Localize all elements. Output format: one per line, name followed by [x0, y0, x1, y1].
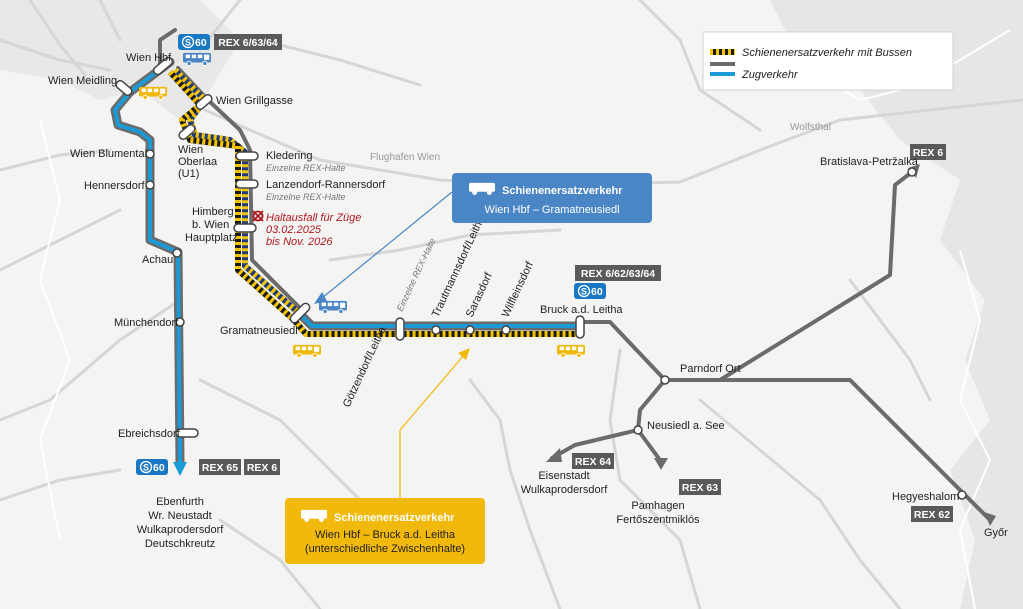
svg-text:Schienenersatzverkehr: Schienenersatzverkehr — [334, 512, 455, 524]
rex-badge: REX 6/63/64 — [214, 34, 282, 50]
svg-text:REX 6/63/64: REX 6/63/64 — [218, 37, 278, 49]
s-bahn-badge-hbf: S 60 — [178, 34, 210, 50]
svg-text:Einzelne REX-Halte: Einzelne REX-Halte — [266, 192, 346, 202]
svg-text:REX 6: REX 6 — [913, 147, 944, 159]
svg-text:b. Wien: b. Wien — [192, 219, 229, 231]
s-bahn-icon: S — [143, 463, 149, 473]
svg-text:REX 6: REX 6 — [247, 462, 278, 474]
station-gramatneusiedl: Gramatneusiedl — [220, 325, 298, 337]
svg-text:Haltausfall für Züge: Haltausfall für Züge — [266, 212, 361, 224]
station-bratislava: Bratislava-Petržalka — [820, 156, 919, 168]
bus-icon — [318, 300, 348, 314]
station-parndorf: Parndorf Ort — [680, 363, 741, 375]
rex-badge: REX 62 — [911, 506, 953, 522]
svg-text:Wien Hbf – Bruck a.d. Leitha: Wien Hbf – Bruck a.d. Leitha — [315, 529, 456, 541]
svg-text:Wulkaprodersdorf: Wulkaprodersdorf — [521, 484, 609, 496]
station-eisenstadt: Eisenstadt — [538, 470, 589, 482]
station-kledering: Kledering — [266, 150, 312, 162]
rex-badge: REX 65 — [199, 459, 241, 475]
station-wien-oberlaa: Wien — [178, 144, 203, 156]
rex-badge: REX 6 — [244, 459, 280, 475]
svg-text:Deutschkreutz: Deutschkreutz — [145, 538, 215, 550]
stop-cancelled-icon — [252, 210, 264, 222]
station-hegyeshalom: Hegyeshalom — [892, 491, 959, 503]
rex-badge: REX 63 — [679, 479, 721, 495]
station-lanzendorf: Lanzendorf-Rannersdorf — [266, 179, 386, 191]
bus-route-yellow — [167, 69, 580, 337]
station-ebreichsdorf: Ebreichsdorf — [118, 428, 181, 440]
legend: Schienenersatzverkehr mit Bussen Zugverk… — [702, 31, 954, 91]
svg-text:(U1): (U1) — [178, 168, 199, 180]
station-wien-grillgasse: Wien Grillgasse — [216, 95, 293, 107]
svg-text:Oberlaa: Oberlaa — [178, 156, 218, 168]
station-hennersdorf: Hennersdorf — [84, 180, 145, 192]
station-bruck: Bruck a.d. Leitha — [540, 304, 623, 316]
callout-pointer-yellow — [399, 354, 465, 431]
s60-label: 60 — [195, 37, 207, 49]
svg-text:Fertőszentmiklós: Fertőszentmiklós — [616, 514, 700, 526]
station-markers — [115, 56, 967, 500]
station-achau: Achau — [142, 254, 173, 266]
geo-label-flughafen: Flughafen Wien — [370, 152, 440, 163]
rex-badge: REX 6 — [910, 144, 946, 160]
svg-text:Schienenersatzverkehr: Schienenersatzverkehr — [502, 185, 623, 197]
svg-text:REX 64: REX 64 — [575, 456, 611, 468]
station-pamhagen: Pamhagen — [631, 500, 684, 512]
svg-text:03.02.2025: 03.02.2025 — [266, 224, 322, 236]
stop-cancellation-notice: Haltausfall für Züge 03.02.2025 bis Nov.… — [266, 212, 361, 248]
legend-label-bus: Schienenersatzverkehr mit Bussen — [742, 47, 912, 59]
s-bahn-badge-south: S 60 — [136, 459, 168, 475]
bus-icon — [556, 344, 586, 358]
svg-text:REX 63: REX 63 — [682, 482, 718, 494]
svg-text:REX 62: REX 62 — [914, 509, 950, 521]
svg-text:REX 6/62/63/64: REX 6/62/63/64 — [581, 268, 655, 280]
s60-label: 60 — [591, 286, 603, 298]
station-muenchendorf: Münchendorf — [114, 317, 179, 329]
bus-icon — [292, 344, 322, 358]
svg-text:(unterschiedliche Zwischenhalt: (unterschiedliche Zwischenhalte) — [305, 543, 465, 555]
station-himberg: Himberg — [192, 206, 234, 218]
train-arrowhead — [173, 462, 187, 476]
station-wien-meidling: Wien Meidling — [48, 75, 117, 87]
station-wien-blumental: Wien Blumental — [70, 148, 147, 160]
info-box-yellow: Schienenersatzverkehr Wien Hbf – Bruck a… — [285, 498, 485, 564]
svg-text:Wulkaprodersdorf: Wulkaprodersdorf — [137, 524, 225, 536]
callout-pointer-blue — [321, 191, 453, 299]
station-sarasdorf: Sarasdorf — [464, 270, 495, 319]
info-box-blue: Schienenersatzverkehr Wien Hbf – Gramatn… — [452, 173, 652, 223]
callout-arrowhead — [458, 348, 470, 360]
legend-label-train: Zugverkehr — [741, 69, 799, 81]
svg-text:REX 65: REX 65 — [202, 462, 238, 474]
svg-text:Einzelne REX-Halte: Einzelne REX-Halte — [266, 163, 346, 173]
station-ebenfurth: Ebenfurth — [156, 496, 204, 508]
callout-arrowhead — [314, 292, 327, 304]
s-bahn-icon: S — [185, 38, 191, 48]
geo-label-wolfsthal: Wolfsthal — [790, 122, 831, 133]
station-neusiedl: Neusiedl a. See — [647, 420, 725, 432]
rex-badge: REX 64 — [572, 453, 614, 469]
s-bahn-icon: S — [581, 287, 587, 297]
svg-text:Wien Hbf – Gramatneusiedl: Wien Hbf – Gramatneusiedl — [484, 204, 619, 216]
s60-label: 60 — [153, 462, 165, 474]
svg-text:Wr. Neustadt: Wr. Neustadt — [148, 510, 211, 522]
svg-text:bis Nov. 2026: bis Nov. 2026 — [266, 236, 333, 248]
svg-text:Hauptplatz: Hauptplatz — [185, 232, 238, 244]
rex-badge: REX 6/62/63/64 — [575, 265, 661, 281]
s-bahn-badge-bruck: S 60 — [574, 283, 606, 299]
station-gyor: Győr — [984, 527, 1008, 539]
station-wilfleinsdorf: Wilfleinsdorf — [500, 259, 537, 319]
station-wien-hbf: Wien Hbf — [126, 52, 172, 64]
